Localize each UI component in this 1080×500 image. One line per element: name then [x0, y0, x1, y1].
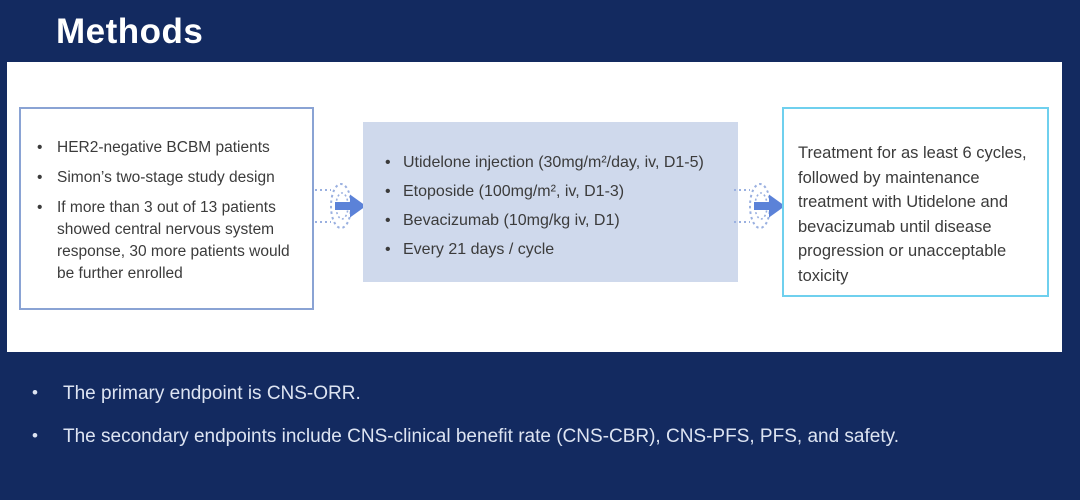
list-item: Utidelone injection (30mg/m²/day, iv, D1…	[379, 152, 730, 173]
enrollment-criteria-list: HER2-negative BCBM patients Simon’s two-…	[31, 137, 302, 285]
maintenance-treatment-box: Treatment for as least 6 cycles, followe…	[782, 107, 1049, 297]
secondary-endpoints-item: The secondary endpoints include CNS-clin…	[30, 424, 1060, 449]
enrollment-criteria-box: HER2-negative BCBM patients Simon’s two-…	[19, 107, 314, 310]
endpoints-list: The primary endpoint is CNS-ORR. The sec…	[30, 381, 1060, 468]
list-item: Etoposide (100mg/m², iv, D1-3)	[379, 181, 730, 202]
ring-arrow-right-icon	[315, 183, 366, 229]
maintenance-treatment-text: Treatment for as least 6 cycles, followe…	[798, 144, 1027, 285]
list-item: HER2-negative BCBM patients	[31, 137, 302, 159]
treatment-regimen-box: Utidelone injection (30mg/m²/day, iv, D1…	[363, 122, 738, 282]
list-item: Bevacizumab (10mg/kg iv, D1)	[379, 210, 730, 231]
list-item: Every 21 days / cycle	[379, 239, 730, 260]
treatment-regimen-list: Utidelone injection (30mg/m²/day, iv, D1…	[379, 152, 730, 260]
ring-arrow-right-icon	[734, 183, 785, 229]
list-item: If more than 3 out of 13 patients showed…	[31, 197, 302, 285]
page-title: Methods	[56, 12, 204, 51]
content-panel: HER2-negative BCBM patients Simon’s two-…	[7, 62, 1062, 352]
list-item: Simon’s two-stage study design	[31, 167, 302, 189]
primary-endpoint-item: The primary endpoint is CNS-ORR.	[30, 381, 1060, 406]
